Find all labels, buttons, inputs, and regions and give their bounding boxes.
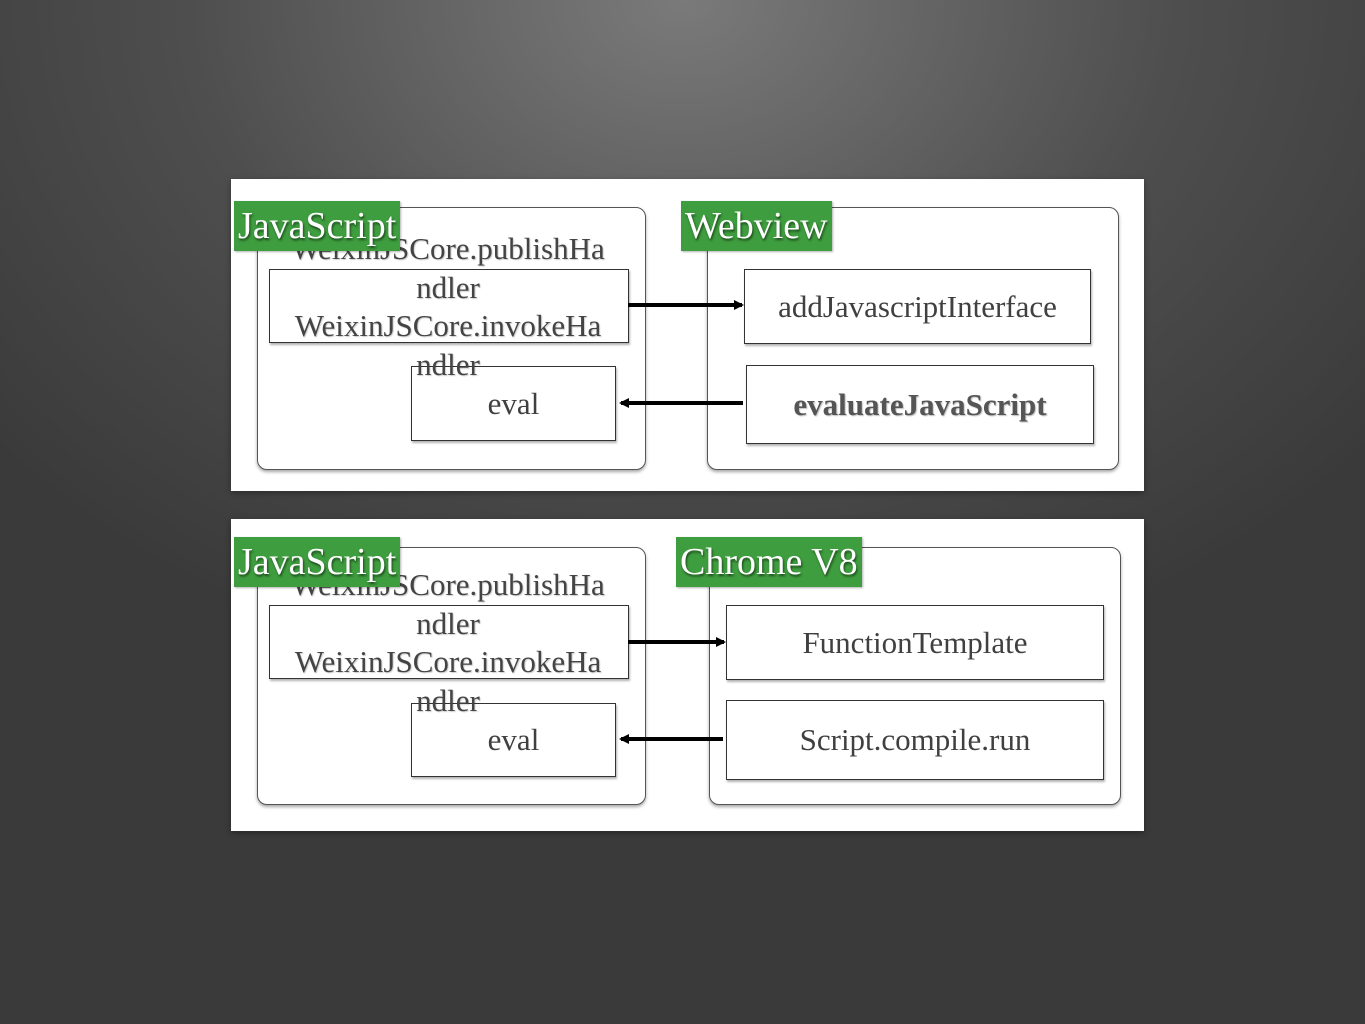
tag-webview: Webview <box>681 201 832 251</box>
handler-line-3: WeixinJSCore.invokeHa <box>294 308 602 343</box>
eval-box: eval <box>411 366 616 441</box>
evaluate-javascript-label: evaluateJavaScript <box>793 386 1047 422</box>
function-template-label: FunctionTemplate <box>802 624 1028 660</box>
eval-label: eval <box>487 385 540 421</box>
eval-label: eval <box>487 722 540 757</box>
add-javascript-interface-box: addJavascriptInterface <box>744 269 1091 344</box>
handler-line-2: ndler <box>416 605 480 641</box>
tag-javascript: JavaScript <box>234 537 401 587</box>
add-javascript-interface-label: addJavascriptInterface <box>778 288 1057 324</box>
panel2-arrows <box>619 637 726 744</box>
handler-line-4: ndler <box>416 346 480 382</box>
handler-box <box>269 605 629 679</box>
handler-line-2: ndler <box>416 269 480 305</box>
eval-box: eval <box>411 703 616 777</box>
handler-text: WeixinJSCore.publishHa ndler WeixinJSCor… <box>269 566 627 720</box>
handler-box <box>269 269 629 343</box>
script-compile-run-label: Script.compile.run <box>799 722 1031 757</box>
diagram-panel-webview: eval WeixinJSCore.publishHa ndler Weixin… <box>231 179 1144 491</box>
script-compile-run-box: Script.compile.run <box>726 700 1104 780</box>
panel1-arrows <box>619 300 744 408</box>
tag-javascript: JavaScript <box>234 201 401 251</box>
handler-text: WeixinJSCore.publishHa ndler WeixinJSCor… <box>269 230 627 384</box>
function-template-box: FunctionTemplate <box>726 605 1104 680</box>
tag-chrome-v8: Chrome V8 <box>676 537 862 587</box>
diagram-panel-chrome-v8: eval WeixinJSCore.publishHa ndler Weixin… <box>231 519 1144 831</box>
handler-line-4: ndler <box>416 682 480 718</box>
evaluate-javascript-box: evaluateJavaScript <box>746 365 1094 444</box>
handler-line-3: WeixinJSCore.invokeHa <box>294 644 602 679</box>
